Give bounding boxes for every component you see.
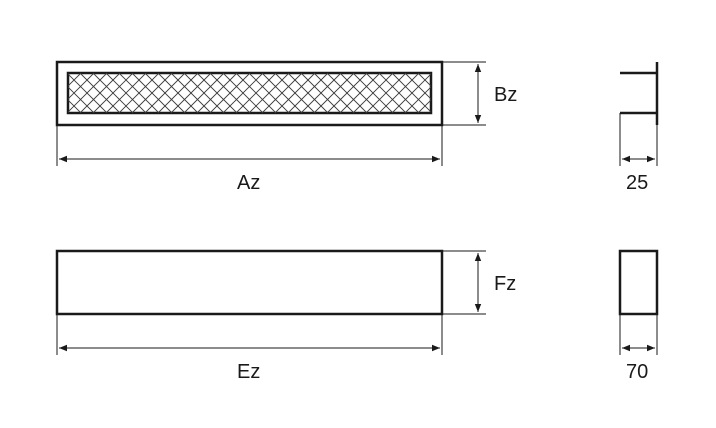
grille-side-view: 25: [619, 62, 659, 194]
frame-side-outline: [618, 249, 659, 316]
frame-outline: [55, 249, 444, 316]
dimension-label-70: 70: [626, 361, 648, 383]
dimension-az: Az: [56, 125, 443, 194]
dimension-25: 25: [619, 113, 658, 194]
grille-inner-frame: [66, 71, 433, 115]
dimension-label-25: 25: [626, 172, 648, 194]
grille-top-view: Bz Az: [55, 60, 517, 194]
dimension-label-fz: Fz: [494, 273, 516, 295]
dimension-70: 70: [619, 314, 658, 383]
dimension-label-ez: Ez: [237, 361, 260, 383]
mesh-pattern: [68, 73, 431, 113]
dimension-ez: Ez: [56, 314, 443, 383]
dimension-label-az: Az: [237, 172, 260, 194]
frame-side-view: 70: [618, 249, 659, 383]
dimension-bz: Bz: [442, 61, 517, 126]
frame-front-view: Fz Ez: [55, 249, 516, 383]
grille-outer-frame: [55, 60, 444, 127]
dimension-label-bz: Bz: [494, 84, 517, 106]
dimension-fz: Fz: [442, 250, 516, 315]
